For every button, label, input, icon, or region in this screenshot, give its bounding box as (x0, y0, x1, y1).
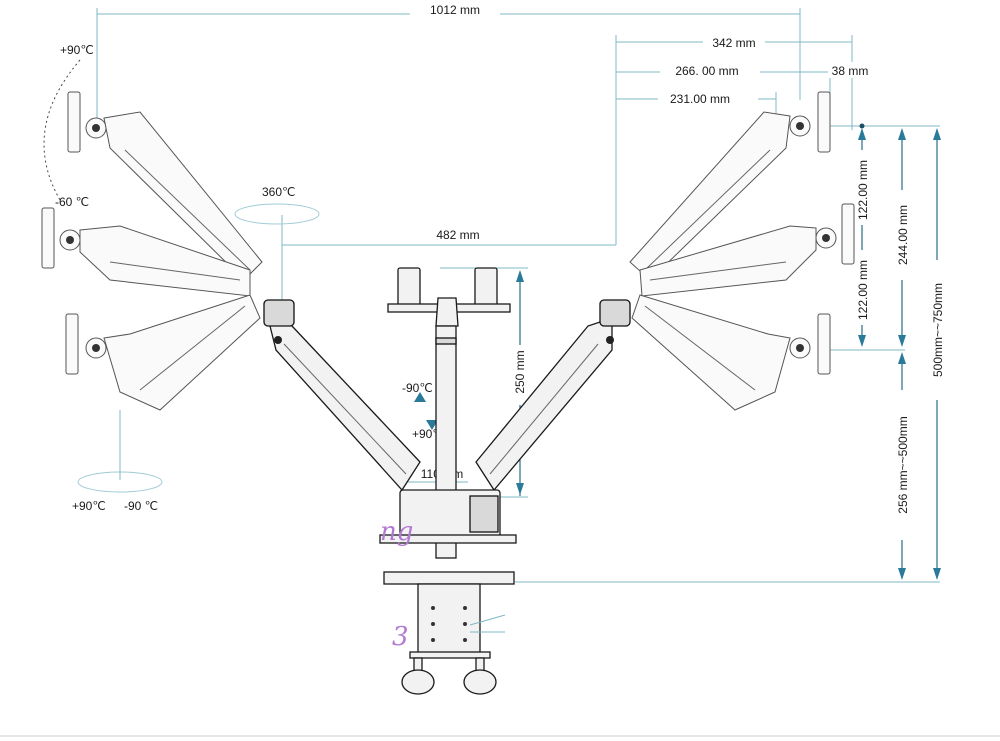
top-cap-left (397, 267, 421, 307)
watermark-fragment-b: 3 (392, 622, 409, 652)
left-main-arm (263, 299, 421, 492)
dim-arm-reach-inner: 231.00 mm (616, 90, 777, 118)
dim-height-base-label: 256 mm~~500mm (896, 416, 910, 513)
dim-arm-reach-mid-label: 266. 00 mm (675, 64, 738, 78)
clamp-top-plate (383, 571, 515, 585)
clamp-foot-right (463, 669, 497, 695)
angle-tilt-up: +90℃ (60, 43, 94, 57)
swivel-arrow-down (426, 420, 438, 430)
angle-bottom-pos: +90℃ (72, 499, 106, 513)
dim-center-span-label: 482 mm (436, 228, 479, 242)
right-main-arm (475, 299, 631, 492)
left-ghost-arms (41, 91, 263, 411)
angle-bottom-neg: -90 ℃ (124, 499, 158, 513)
clamp-foot-left (401, 669, 435, 695)
dim-arm-reach-mid: 266. 00 mm 38 mm (616, 62, 872, 110)
angle-rotate-full: 360℃ (262, 185, 296, 199)
dim-tilt-upper-label: 122.00 mm (856, 160, 870, 220)
dim-arm-reach-outer-label: 342 mm (712, 36, 755, 50)
angle-tilt-down: -60 ℃ (55, 195, 89, 209)
angle-swivel-neg: -90℃ (402, 381, 433, 395)
top-cap-right (474, 267, 498, 307)
swivel-arrow-up (414, 392, 426, 402)
dim-height-total-label: 500mm~~750mm (931, 283, 945, 377)
dim-pole-height: 250 mm (440, 267, 528, 498)
desk-clamp (383, 571, 515, 695)
dim-tilt-total-label: 244.00 mm (896, 205, 910, 265)
dim-total-width: 1012 mm (96, 2, 801, 120)
right-ghost-arms (629, 91, 855, 411)
watermark-fragment-a: ng (380, 517, 413, 547)
tilt-arc (43, 59, 81, 201)
dim-arm-reach-outer: 342 mm (615, 34, 853, 245)
rotation-ellipse-top (234, 203, 320, 225)
dim-tilt-lower-label: 122.00 mm (856, 260, 870, 320)
dim-total-width-label: 1012 mm (430, 3, 480, 17)
center-pole (379, 267, 517, 559)
dim-vertical-right: 122.00 mm 122.00 mm 244.00 mm 256 mm~~50… (515, 123, 946, 583)
dim-offset-small-label: 38 mm (832, 64, 869, 78)
dim-center-span: 482 mm (281, 215, 616, 320)
dim-pole-height-label: 250 mm (513, 350, 527, 393)
dim-arm-reach-inner-label: 231.00 mm (670, 92, 730, 106)
clamp-body (417, 583, 481, 655)
